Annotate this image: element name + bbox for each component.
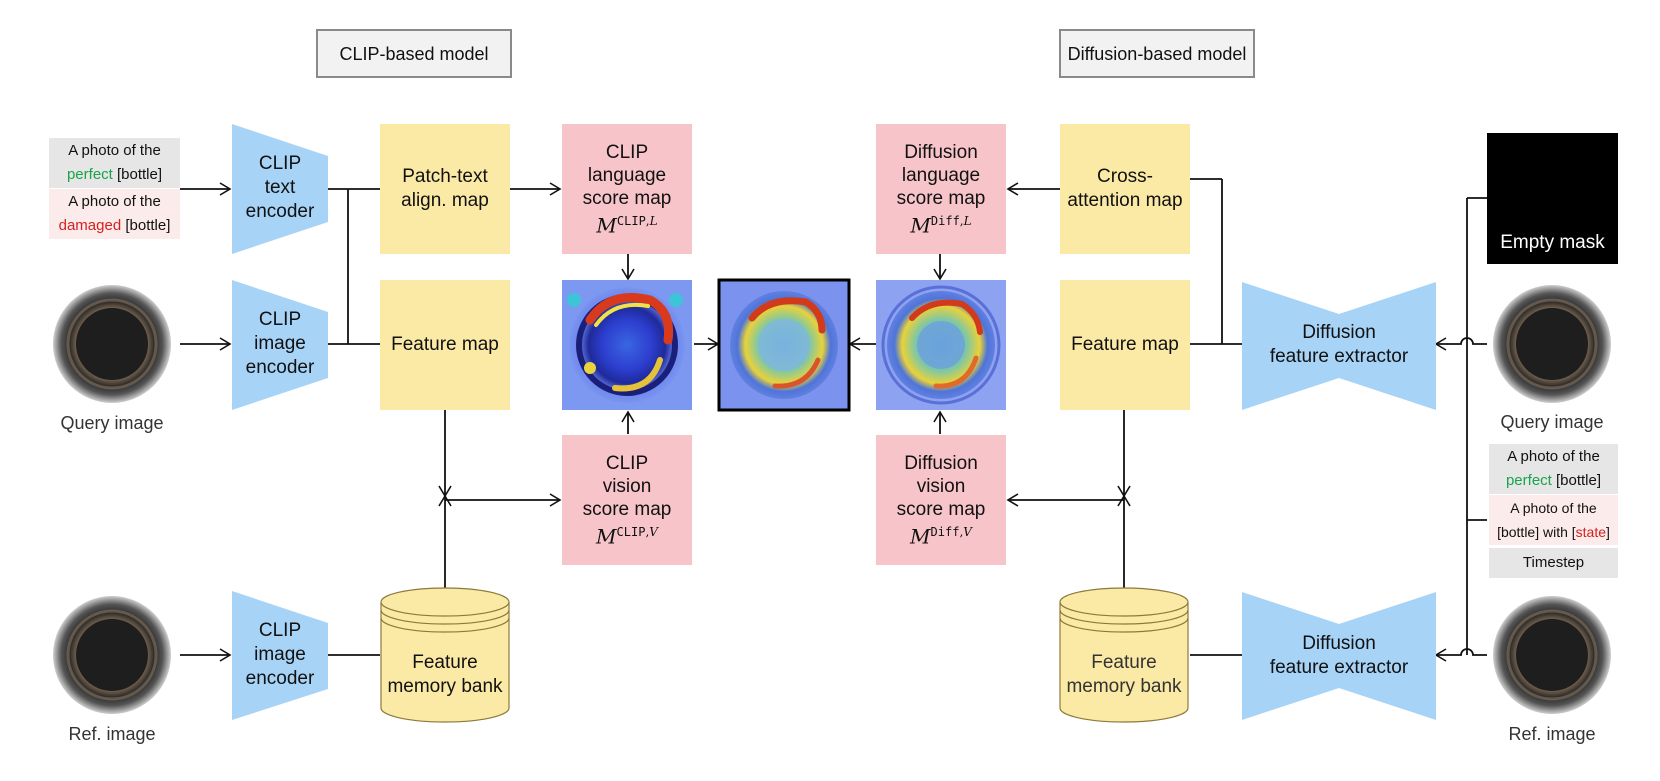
diffusion-query-bottle-image [1493, 285, 1611, 403]
clip-prompt-damaged-object: [bottle] [125, 217, 171, 234]
diff-prompt-perfect-line1: A photo of the [1507, 448, 1600, 465]
diffusion-language-score-map: Diffusion language score map MDiff,L [876, 124, 1006, 254]
diff-language-line2: language [901, 164, 981, 186]
clip-image-encoder-query-line1: CLIP [258, 309, 302, 330]
diff-prompt-perfect-line2: perfect [bottle] [1489, 469, 1618, 493]
clip-prompt-damaged: A photo of the damaged [bottle] [49, 189, 180, 239]
patch-text-align-map: Patch-text align. map [380, 124, 510, 254]
clip-prompt-perfect: A photo of the perfect [bottle] [49, 138, 180, 188]
diffusion-ref-caption: Ref. image [1508, 724, 1596, 744]
diff-prompt-perfect-word: perfect [1505, 472, 1552, 489]
clip-prompt-perfect-line2: perfect [bottle] [49, 163, 180, 187]
clip-image-encoder-ref-line1: CLIP [258, 620, 302, 641]
combined-anomaly-heatmap [717, 278, 851, 412]
diffusion-model-title: Diffusion-based model [1059, 29, 1255, 78]
clip-text-encoder-shape [232, 124, 328, 254]
diff-language-line1: Diffusion [904, 141, 978, 163]
clip-memory-bank-line2: memory bank [387, 676, 503, 697]
clip-image-encoder-query-shape [232, 280, 328, 410]
clip-image-encoder-query-line3: encoder [245, 357, 315, 378]
clip-vision-line1: CLIP [605, 452, 649, 474]
diffusion-extractor-query-label: Diffusion feature extractor [1242, 321, 1436, 369]
clip-image-encoder-query-line2: image [254, 333, 306, 354]
diff-memory-bank-line1: Feature [1091, 652, 1157, 673]
clip-vision-line2: vision [602, 475, 652, 497]
timestep-label: Timestep [1489, 548, 1618, 578]
clip-prompt-damaged-line2: damaged [bottle] [49, 214, 180, 238]
cross-attention-map: Cross- attention map [1060, 124, 1190, 254]
clip-anomaly-heatmap [562, 280, 692, 410]
diff-vision-line2: vision [916, 475, 966, 497]
diffusion-extractor-query-shape [1242, 282, 1436, 410]
clip-language-line2: language [587, 164, 667, 186]
clip-memory-bank-cylinder [380, 587, 510, 723]
diffusion-feature-map: Feature map [1060, 280, 1190, 410]
diffusion-memory-bank-cylinder [1059, 587, 1189, 723]
clip-ref-bottle-image [53, 596, 171, 714]
clip-vision-score-map: CLIP vision score map MCLIP,V [562, 435, 692, 565]
clip-prompt-damaged-word: damaged [58, 217, 122, 234]
diff-memory-bank-line2: memory bank [1066, 676, 1182, 697]
diff-prompt-state-prefix: [bottle] with [ [1497, 524, 1576, 540]
clip-prompt-damaged-line1: A photo of the [68, 193, 161, 210]
diffusion-prompt-state: A photo of the [bottle] with [state] [1489, 495, 1618, 545]
diff-extractor-query-line1: Diffusion [1302, 322, 1376, 343]
diffusion-ref-bottle-image [1493, 596, 1611, 714]
diff-extractor-ref-line1: Diffusion [1302, 633, 1376, 654]
clip-query-bottle-image [53, 285, 171, 403]
clip-text-encoder-line2: text [264, 177, 296, 198]
clip-vision-line3: score map [582, 498, 672, 520]
clip-image-encoder-ref-shape [232, 591, 328, 720]
diff-prompt-perfect-object: [bottle] [1556, 472, 1602, 489]
clip-image-encoder-ref-label: CLIP image encoder [232, 619, 328, 691]
diffusion-vision-score-map: Diffusion vision score map MDiff,V [876, 435, 1006, 565]
clip-language-symbol: MCLIP,L [596, 213, 658, 238]
patch-text-map-line2: align. map [401, 190, 489, 211]
diff-language-symbol: MDiff,L [910, 213, 972, 238]
diff-prompt-state-line1: A photo of the [1510, 500, 1597, 516]
diff-vision-symbol: MDiff,V [910, 524, 972, 549]
wire-query-to-extractor [1434, 337, 1487, 351]
diffusion-anomaly-heatmap [876, 280, 1006, 410]
cross-attention-line1: Cross- [1097, 166, 1153, 187]
diff-vision-line3: score map [896, 498, 986, 520]
diff-extractor-ref-line2: feature extractor [1269, 657, 1409, 678]
clip-prompt-perfect-line1: A photo of the [68, 142, 161, 159]
clip-prompt-perfect-object: [bottle] [117, 166, 163, 183]
diff-prompt-state-word: state [1575, 524, 1607, 540]
clip-language-line1: CLIP [605, 141, 649, 163]
diffusion-query-caption: Query image [1500, 412, 1604, 432]
cross-attention-line2: attention map [1067, 190, 1183, 211]
clip-image-encoder-ref-line2: image [254, 644, 306, 665]
clip-language-line3: score map [582, 187, 672, 209]
patch-text-map-line1: Patch-text [402, 166, 488, 187]
clip-feature-map: Feature map [380, 280, 510, 410]
clip-image-encoder-ref-line3: encoder [245, 668, 315, 689]
wire-ref-to-extractor [1434, 648, 1487, 662]
clip-image-encoder-query-label: CLIP image encoder [232, 308, 328, 380]
diffusion-extractor-ref-label: Diffusion feature extractor [1242, 632, 1436, 680]
diff-vision-line1: Diffusion [904, 452, 978, 474]
empty-mask: Empty mask [1487, 133, 1618, 264]
clip-prompt-perfect-word: perfect [66, 166, 113, 183]
clip-vision-symbol: MCLIP,V [596, 524, 658, 549]
clip-model-title: CLIP-based model [316, 29, 512, 78]
clip-memory-bank-line1: Feature [412, 652, 478, 673]
clip-text-encoder-line3: encoder [245, 201, 315, 222]
diff-prompt-state-suffix: ] [1606, 524, 1610, 540]
clip-text-encoder-line1: CLIP [258, 153, 302, 174]
diff-extractor-query-line2: feature extractor [1269, 346, 1409, 367]
clip-language-score-map: CLIP language score map MCLIP,L [562, 124, 692, 254]
diffusion-prompt-perfect: A photo of the perfect [bottle] [1489, 444, 1618, 494]
clip-text-encoder-label: CLIP text encoder [232, 152, 328, 224]
diff-language-line3: score map [896, 187, 986, 209]
clip-ref-caption: Ref. image [68, 724, 156, 744]
clip-memory-bank-label: Feature memory bank [381, 648, 509, 702]
clip-query-caption: Query image [60, 413, 164, 433]
diffusion-extractor-ref-shape [1242, 592, 1436, 720]
diff-prompt-state-line2: [bottle] with [state] [1489, 520, 1618, 544]
diffusion-memory-bank-label: Feature memory bank [1060, 648, 1188, 702]
